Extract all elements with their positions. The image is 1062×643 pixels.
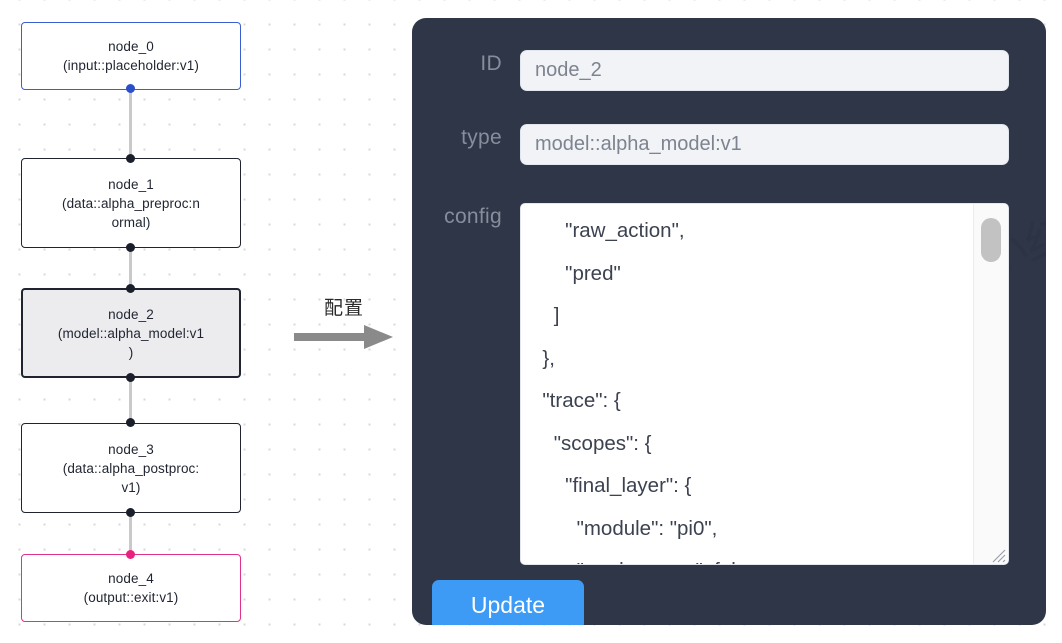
- config-field-label: config: [444, 205, 502, 228]
- config-textarea-wrapper[interactable]: "raw_action", "pred" ] }, "trace": { "sc…: [520, 203, 1009, 565]
- edge-node2-node3: [128, 376, 132, 420]
- node-handle-node_1-target[interactable]: [125, 154, 135, 163]
- arrow-right-icon: [288, 324, 400, 355]
- edge-node0-node1: [128, 88, 132, 160]
- graph-node-node_3[interactable]: node_3 (data::alpha_postproc: v1): [21, 423, 241, 513]
- node-handle-node_2-target[interactable]: [125, 284, 135, 293]
- edge-node3-node4: [128, 511, 132, 551]
- edge-node1-node2: [128, 246, 132, 290]
- node-handle-node_0-source[interactable]: [125, 84, 135, 93]
- type-field-label: type: [461, 126, 502, 149]
- node-config-panel: 小红书 ID node_2 type model::alpha_model:v1…: [412, 18, 1046, 625]
- type-input[interactable]: model::alpha_model:v1: [520, 124, 1009, 165]
- id-field-label: ID: [480, 52, 502, 75]
- annotation-label: 配置: [323, 297, 364, 319]
- graph-node-node_4[interactable]: node_4 (output::exit:v1): [21, 554, 241, 622]
- node-label: node_3 (data::alpha_postproc: v1): [62, 441, 200, 495]
- field-row-type: type model::alpha_model:v1: [412, 124, 1046, 165]
- node-graph[interactable]: node_0 (input::placeholder:v1) node_1 (d…: [0, 0, 400, 643]
- update-button[interactable]: Update: [432, 580, 584, 625]
- field-row-id: ID node_2: [412, 50, 1046, 91]
- config-textarea[interactable]: "raw_action", "pred" ] }, "trace": { "sc…: [542, 219, 757, 564]
- id-input[interactable]: node_2: [520, 50, 1009, 91]
- node-handle-node_1-source[interactable]: [125, 243, 135, 252]
- node-handle-node_4-target[interactable]: [125, 550, 135, 559]
- node-handle-node_3-source[interactable]: [125, 508, 135, 517]
- node-label: node_2 (model::alpha_model:v1 ): [57, 306, 205, 360]
- graph-node-node_1[interactable]: node_1 (data::alpha_preproc:n ormal): [21, 158, 241, 248]
- field-row-config: config "raw_action", "pred" ] }, "trace"…: [412, 203, 1046, 565]
- node-handle-node_2-source[interactable]: [125, 373, 135, 382]
- annotation-group: 配置: [288, 296, 400, 355]
- node-label: node_4 (output::exit:v1): [83, 571, 179, 605]
- graph-node-node_0[interactable]: node_0 (input::placeholder:v1): [21, 22, 241, 90]
- node-handle-node_3-target[interactable]: [125, 418, 135, 427]
- node-label: node_1 (data::alpha_preproc:n ormal): [61, 176, 201, 230]
- graph-node-node_2[interactable]: node_2 (model::alpha_model:v1 ): [21, 288, 241, 378]
- config-scrollbar[interactable]: [973, 204, 1008, 564]
- resize-grip-icon[interactable]: [988, 545, 1006, 563]
- config-scrollbar-thumb[interactable]: [981, 218, 1001, 262]
- node-label: node_0 (input::placeholder:v1): [63, 39, 199, 73]
